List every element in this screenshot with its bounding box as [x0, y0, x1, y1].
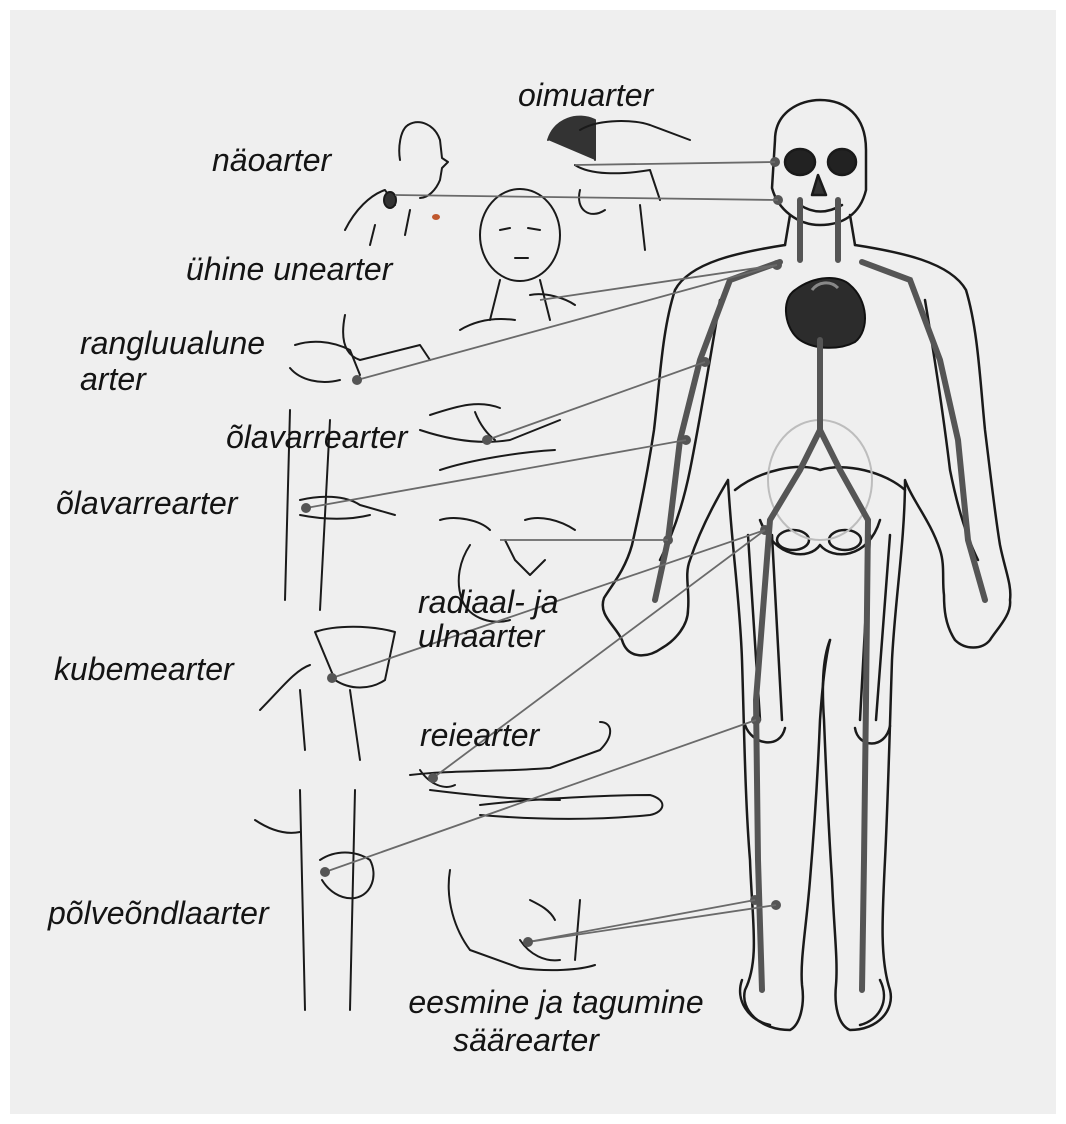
label-polveondlaarter: põlveõndlaarter — [48, 896, 269, 930]
label-saarearter-line2: säärearter — [376, 1023, 736, 1057]
label-rangluualune-line1: rangluualune — [80, 326, 265, 360]
label-olavarrearter-upper: õlavarrearter — [226, 420, 407, 454]
label-olavarrearter-lower: õlavarrearter — [56, 486, 237, 520]
label-rangluualune-line2: arter — [80, 362, 265, 396]
label-naoarter: näoarter — [212, 143, 331, 177]
label-saarearter-line1: eesmine ja tagumine — [376, 985, 736, 1019]
label-radiaal-line2: ulnaarter — [418, 619, 559, 653]
sketch-pulse-dots — [301, 375, 533, 947]
label-uhine-unearter: ühine unearter — [186, 252, 392, 286]
label-radiaal-line1: radiaal- ja — [418, 585, 559, 619]
red-mark — [432, 214, 440, 220]
heart-drawing — [786, 278, 865, 348]
label-saarearter: eesmine ja tagumine säärearter — [376, 985, 736, 1057]
label-oimuarter: oimuarter — [518, 78, 653, 112]
label-radiaal-ulnaarter: radiaal- ja ulnaarter — [418, 585, 559, 653]
label-rangluualune-arter: rangluualune arter — [80, 326, 265, 396]
rib-cage-shading — [768, 420, 872, 540]
label-kubemearter: kubemearter — [54, 652, 234, 686]
label-reiearter: reiearter — [420, 718, 539, 752]
